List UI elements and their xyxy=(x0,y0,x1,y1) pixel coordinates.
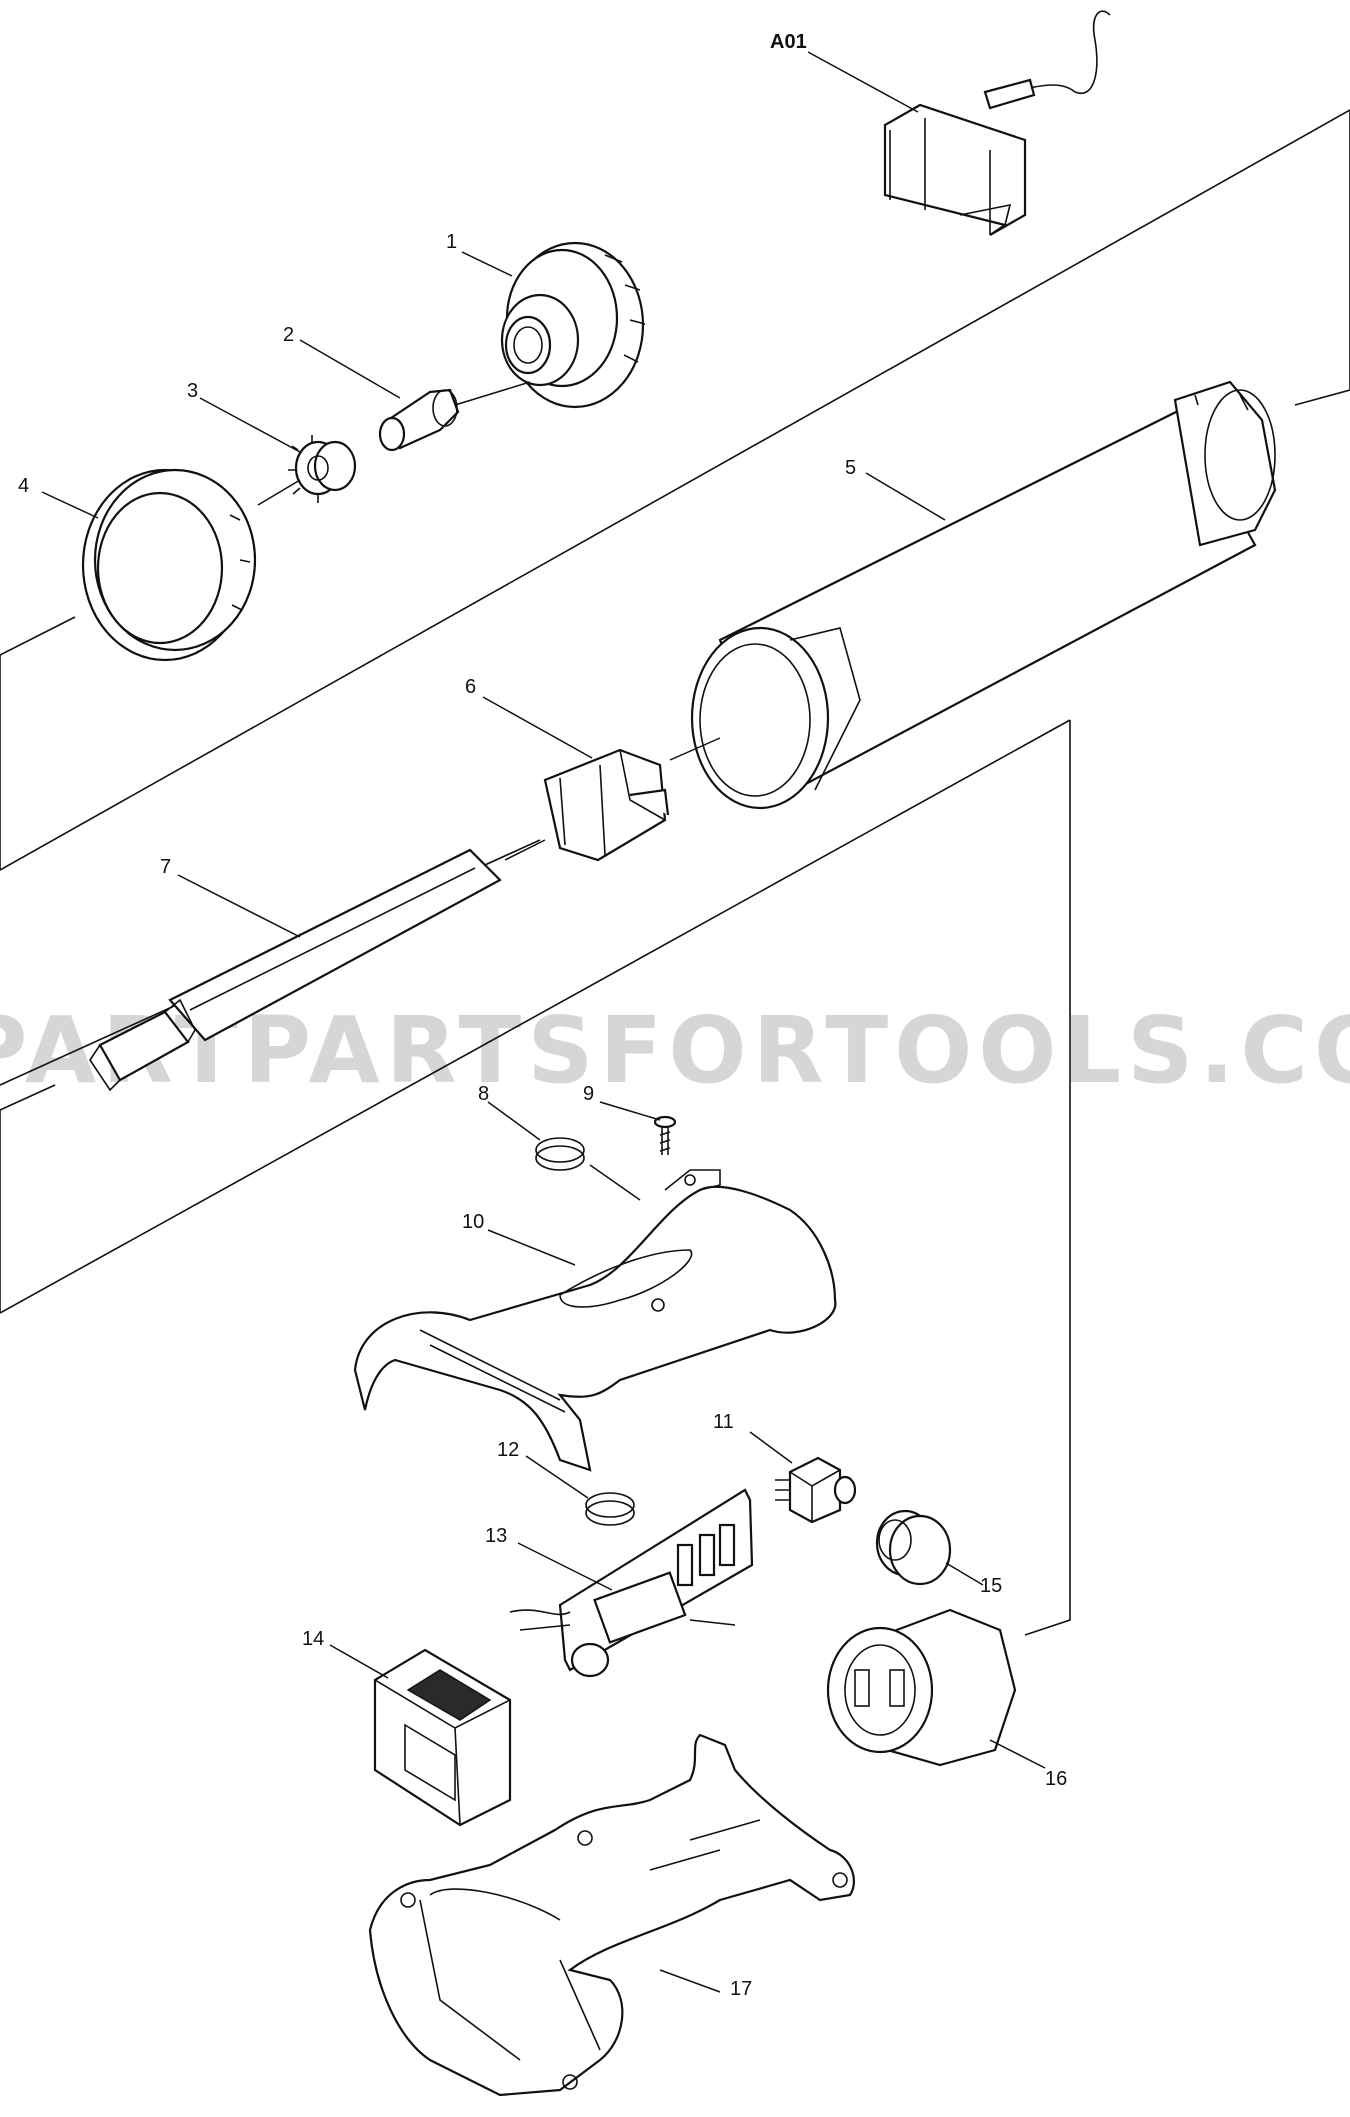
label-9: 9 xyxy=(583,1083,594,1105)
label-A01: A01 xyxy=(770,31,807,53)
label-12: 12 xyxy=(497,1439,519,1461)
button-cap-icon xyxy=(875,1509,952,1586)
controller-board-icon xyxy=(509,1488,754,1678)
tapping-screw-icon xyxy=(653,1115,677,1155)
barrel-tube-icon xyxy=(690,380,1277,810)
ring-spring-icon xyxy=(535,1137,585,1171)
upper-assembly-outline xyxy=(0,109,1350,871)
label-11: 11 xyxy=(713,1411,734,1433)
switch-icon xyxy=(775,1456,857,1524)
label-14: 14 xyxy=(302,1628,324,1650)
part-labels: A01 1 2 3 4 5 6 7 8 9 10 11 12 13 14 15 … xyxy=(18,31,1067,2000)
label-7: 7 xyxy=(160,856,171,878)
label-10: 10 xyxy=(462,1211,484,1233)
label-2: 2 xyxy=(283,324,294,346)
label-13: 13 xyxy=(485,1525,507,1547)
hanger-hook-icon xyxy=(883,10,1111,236)
lock-ring-icon xyxy=(81,468,257,662)
label-5: 5 xyxy=(845,457,856,479)
housing-cover-icon xyxy=(353,1169,837,1472)
motor-icon xyxy=(826,1608,1017,1767)
nozzle-icon xyxy=(378,388,460,452)
label-4: 4 xyxy=(18,475,29,497)
label-8: 8 xyxy=(478,1083,489,1105)
holder-block-icon xyxy=(543,748,670,862)
label-1: 1 xyxy=(446,231,457,253)
label-16: 16 xyxy=(1045,1768,1067,1790)
label-17: 17 xyxy=(730,1978,752,2000)
gear-washer-icon xyxy=(288,435,357,503)
label-6: 6 xyxy=(465,676,476,698)
ring-spring-icon xyxy=(585,1492,635,1526)
leader-lines xyxy=(41,51,1046,1993)
label-15: 15 xyxy=(980,1575,1002,1597)
label-3: 3 xyxy=(187,380,198,402)
terminal-block-icon xyxy=(373,1648,512,1827)
plunger-rod-icon xyxy=(89,848,502,1092)
front-cap-icon xyxy=(500,241,646,409)
housing-base-icon xyxy=(368,1733,855,2097)
